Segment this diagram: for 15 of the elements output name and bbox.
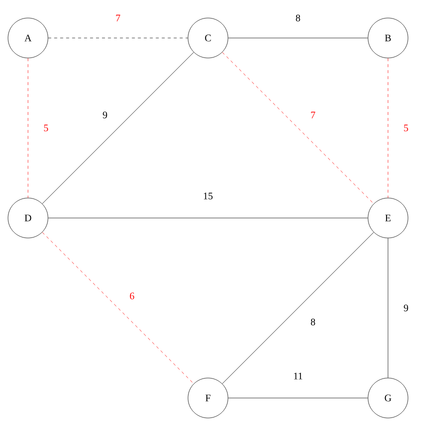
edge-label: 8 (309, 317, 317, 327)
edge-label: 5 (402, 123, 410, 133)
graph-edge (222, 232, 374, 384)
edge-label: 5 (42, 123, 50, 133)
graph-edge (222, 52, 374, 204)
edge-label: 9 (402, 303, 410, 313)
edge-label: 6 (128, 291, 136, 301)
edge-label: 7 (309, 110, 317, 120)
edge-label: 15 (202, 191, 214, 201)
graph-edge (42, 52, 194, 204)
edge-label: 8 (294, 13, 302, 23)
edge-label: 11 (292, 371, 304, 381)
edge-label: 9 (101, 110, 109, 120)
graph-edge (42, 232, 194, 384)
edge-label: 7 (114, 13, 122, 23)
